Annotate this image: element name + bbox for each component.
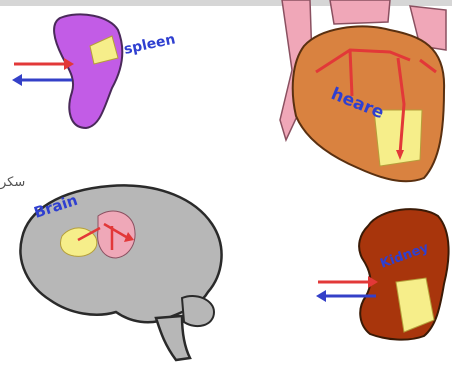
out-arrow-icon (12, 74, 72, 86)
heart-highlight (374, 110, 422, 166)
spleen-group: spleen (12, 14, 177, 128)
spleen-shape (54, 14, 122, 128)
brain-cerebellum (182, 296, 214, 326)
kidney-group: Kidney (316, 209, 449, 339)
side-text: سکر (0, 175, 25, 190)
spleen-label: spleen (123, 31, 177, 57)
heart-vessel-top (330, 0, 390, 24)
brain-group: Brain (20, 185, 221, 360)
in-arrow-icon (318, 276, 378, 288)
in-arrow-icon (14, 58, 74, 70)
heart-group: heare (280, 0, 446, 181)
